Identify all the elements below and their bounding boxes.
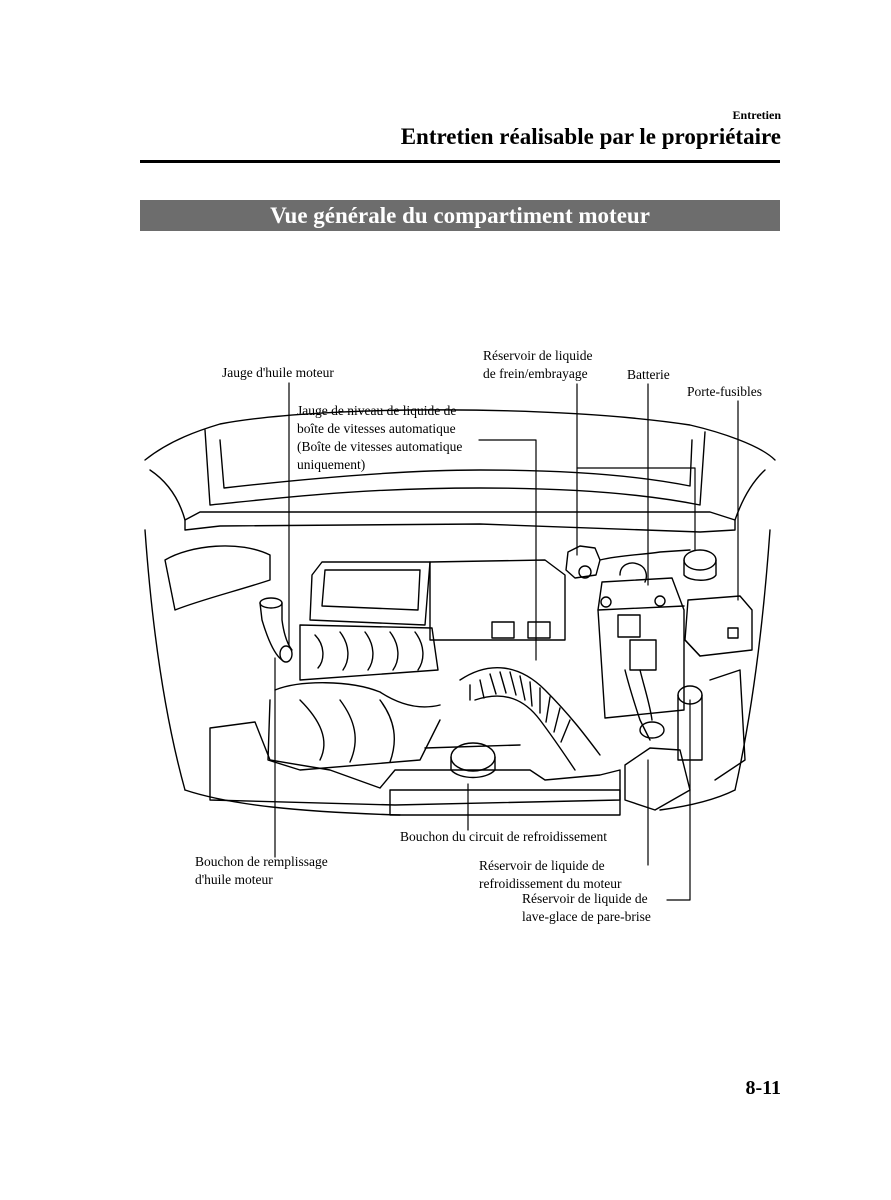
label-radiator-cap: Bouchon du circuit de refroidissement <box>400 829 607 844</box>
label-battery: Batterie <box>627 367 670 382</box>
label-line: Réservoir de liquide de <box>522 891 648 906</box>
section-label: Entretien <box>732 108 781 122</box>
label-line: Réservoir de liquide de <box>479 858 605 873</box>
radiator-cap-drawing <box>450 742 496 779</box>
brake-reservoir-drawing <box>565 545 691 579</box>
label-washer-reservoir: Réservoir de liquide de lave-glace de pa… <box>522 890 651 926</box>
fuse-box-drawing <box>684 595 753 657</box>
label-atf-dipstick: Jauge de niveau de liquide de boîte de v… <box>297 402 462 474</box>
label-line: d'huile moteur <box>195 872 273 887</box>
hood-outline <box>144 409 776 816</box>
battery-drawing <box>597 562 685 741</box>
label-line: Jauge de niveau de liquide de <box>297 403 457 418</box>
label-line: uniquement) <box>297 457 366 472</box>
engine-cover <box>299 559 566 681</box>
label-line: de frein/embrayage <box>483 366 588 381</box>
label-line: (Boîte de vitesses automatique <box>297 439 463 454</box>
label-fuse-box: Porte-fusibles <box>687 384 762 399</box>
label-brake-reservoir: Réservoir de liquide de frein/embrayage <box>483 347 592 383</box>
oil-filler-neck <box>259 597 293 663</box>
page-number: 8-11 <box>745 1077 781 1099</box>
label-line: boîte de vitesses automatique <box>297 421 456 436</box>
title-rule <box>140 160 780 163</box>
washer-reservoir-drawing <box>677 669 746 781</box>
air-intake-hose <box>459 667 601 771</box>
label-coolant-reservoir: Réservoir de liquide de refroidissement … <box>479 857 621 893</box>
section-banner: Vue générale du compartiment moteur <box>140 200 780 231</box>
coolant-reservoir-drawing <box>624 721 691 811</box>
page-title: Entretien réalisable par le propriétaire <box>400 124 781 149</box>
leader-lines <box>274 382 739 901</box>
label-line: refroidissement du moteur <box>479 876 622 891</box>
label-oil-dipstick: Jauge d'huile moteur <box>222 365 334 380</box>
label-line: Réservoir de liquide <box>483 348 593 363</box>
label-line: lave-glace de pare-brise <box>522 909 651 924</box>
label-oil-filler-cap: Bouchon de remplissage d'huile moteur <box>195 853 328 889</box>
label-line: Bouchon de remplissage <box>195 854 328 869</box>
